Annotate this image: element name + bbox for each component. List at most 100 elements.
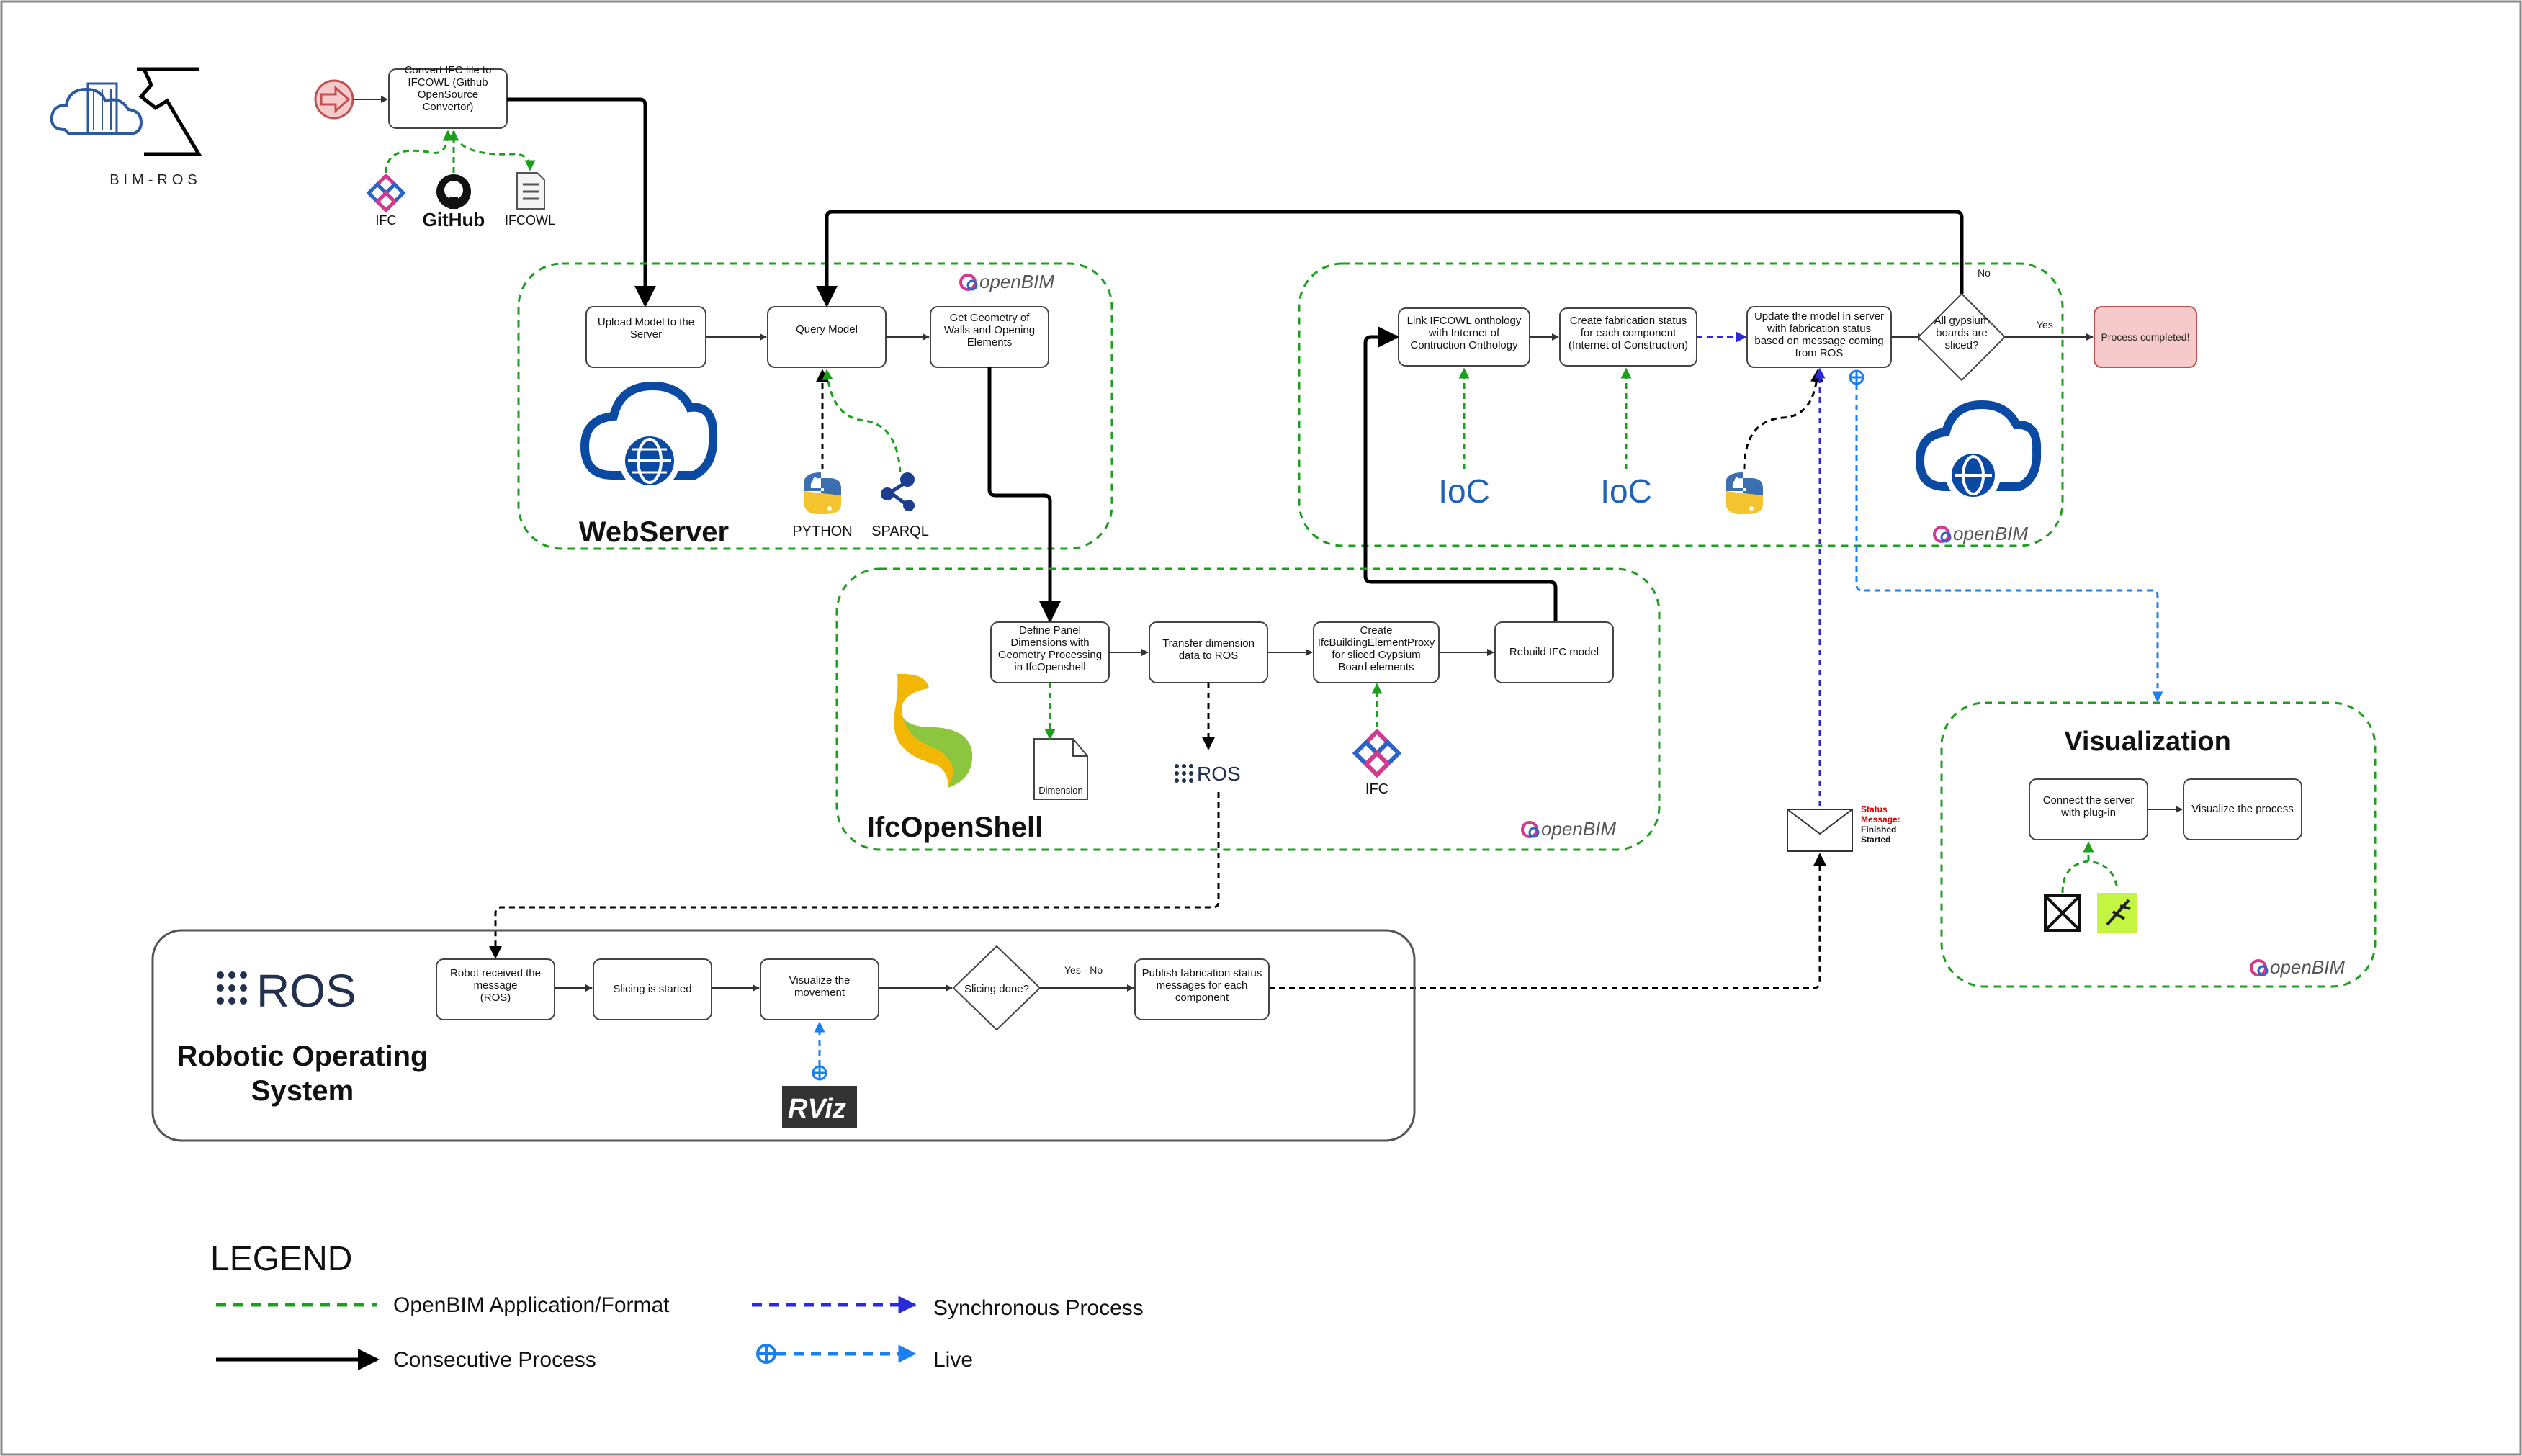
status-mail-icon [1787,809,1853,852]
text-line: Visualize the [789,974,851,987]
openbim-logo-ioc: openBIM [1933,523,2028,544]
text-line: Publish fabrication status [1142,967,1262,979]
legend-live-node [756,1344,776,1364]
text-line: sliced? [1945,339,1979,351]
text-line: Geometry Processing [998,649,1102,661]
slicing-box[interactable]: Slicing is started [593,958,712,1020]
text-line: Link IFCOWL onthology [1407,315,1522,327]
openbim-logo-visualization: openBIM [2250,956,2345,978]
text-line: Get Geometry of [950,312,1031,324]
text-line: Create fabrication status [1570,315,1687,327]
text-line: with plug-in [2060,806,2116,819]
text-line: IfcBuildingElementProxy [1318,637,1435,649]
live-node-rviz [812,1065,827,1081]
visualization-title: Visualization [2064,727,2231,757]
logo-text: BIM-ROS [109,172,202,188]
ifcopenshell-title: IfcOpenShell [867,812,1044,843]
edge-update-visualization [1855,385,2163,703]
query-box[interactable]: Query Model [767,306,887,368]
edge-convert-upload [507,97,656,307]
python-label: PYTHON [792,523,852,539]
svg-text:openBIM: openBIM [2270,956,2345,978]
svg-text:openBIM: openBIM [1541,818,1616,840]
github-label: GitHub [423,209,485,230]
text-line: Robotic Operating [177,1041,428,1072]
edge-geometry-define [987,367,1061,623]
text-line: boards are [1936,327,1988,339]
openbim-logo-ifcopenshell: openBIM [1521,818,1616,840]
text-line: Transfer dimension [1162,637,1255,650]
text-line: All gypsium [1934,315,1990,327]
svg-text:ROS: ROS [256,965,356,1017]
slicing-done-diamond[interactable]: Slicing done? [952,945,1041,1031]
text-line: Convert IFC file to [405,64,492,76]
ifc-proxy-label: IFC [1365,781,1388,797]
github-icon [436,174,471,209]
decision-no-label: No [1978,267,1991,279]
webserver-group [517,262,1113,550]
visualize-box[interactable]: Visualize the process [2183,778,2302,840]
text-line: in IfcOpenshell [1014,661,1085,673]
text-line: Contruction Onthology [1410,339,1518,351]
text-line: Walls and Opening [944,324,1035,336]
text-line: for sliced Gypsium [1332,649,1420,661]
ioc-label-1: IoC [1438,472,1490,510]
completed-box[interactable]: Process completed! [2094,306,2197,368]
text-line: messages for each [1157,979,1248,992]
text-line: Update the model in server [1754,310,1884,323]
ros-group [151,929,1416,1142]
edge-sparql-query [822,369,902,473]
visualization-group [1940,701,2377,988]
text-line: OpenSource [418,89,478,101]
text-line: based on message coming [1754,335,1883,347]
svg-text:Dimension: Dimension [1038,785,1082,796]
edge-ros-received [489,792,1220,959]
text-line: from ROS [1795,347,1844,359]
dimension-file-icon: Dimension [1033,738,1088,800]
text-line: (ROS) [480,992,511,1004]
legend-openbim-label: OpenBIM Application/Format [393,1293,670,1317]
edge-plugins-connect [2061,842,2119,894]
plugin-box-icon [2044,894,2081,932]
mosquitto-plugin-icon [2097,893,2137,933]
edge-ifc-convert [385,130,454,174]
ifc-icon-proxy [1352,728,1402,778]
decision-yes-label: Yes [2037,319,2053,331]
rebuild-box-text: Rebuild IFC model [1509,646,1599,658]
start-node [314,79,354,120]
text-line: for each component [1581,327,1677,339]
ros-small-logo: ROS [1175,763,1241,785]
python-icon-ioc [1726,472,1763,514]
text-line: Dimensions with [1010,637,1089,649]
sparql-icon [881,472,915,511]
ioc-label-2: IoC [1600,472,1652,510]
status-finished: Finished [1861,824,1896,835]
rebuild-box[interactable]: Rebuild IFC model [1494,621,1614,683]
yes-no-label: Yes - No [1064,964,1103,976]
webserver-cloud-icon [580,381,718,491]
